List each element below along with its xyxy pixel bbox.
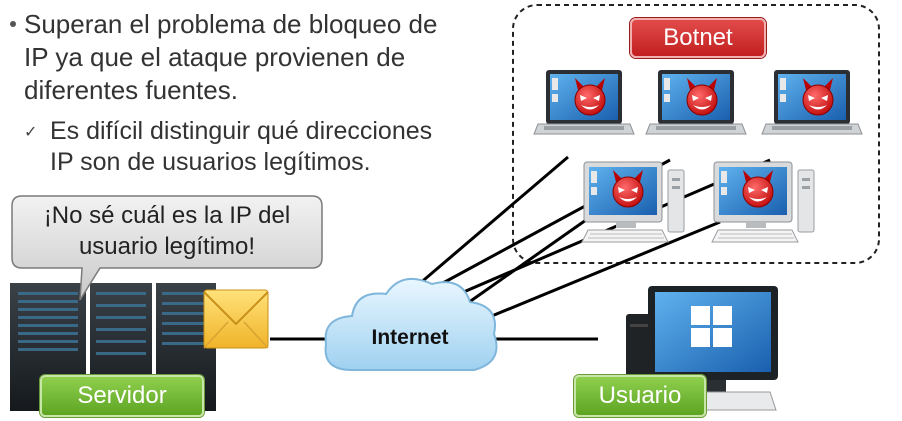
windows-logo-icon <box>691 306 732 347</box>
botnet-label: Botnet <box>630 18 766 58</box>
sub-bullet-line2: IP son de usuarios legítimos. <box>50 148 371 176</box>
bullet-text-line3: diferentes fuentes. <box>24 75 238 105</box>
internet-label: Internet <box>371 326 449 349</box>
server-label: Servidor <box>40 375 204 417</box>
internet-cloud <box>324 277 498 371</box>
bullet-dot-icon <box>10 21 16 27</box>
envelope-icon <box>203 289 269 349</box>
botnet-laptops <box>534 70 862 134</box>
callout-line1: ¡No sé cuál es la IP del <box>43 202 291 229</box>
bullet-text-line2: IP ya que el ataque provienen de <box>24 42 406 72</box>
callout-bubble <box>11 195 323 301</box>
bullet-text-line1: Superan el problema de bloqueo de <box>24 9 438 39</box>
sub-bullet-line1: Es difícil distinguir qué direcciones <box>50 117 433 145</box>
user-label: Usuario <box>574 375 706 417</box>
botnet-frame <box>512 4 880 264</box>
checkmark-icon: ✓ <box>24 124 38 141</box>
user-computer <box>626 286 778 411</box>
callout-line2: usuario legítimo! <box>78 233 256 260</box>
